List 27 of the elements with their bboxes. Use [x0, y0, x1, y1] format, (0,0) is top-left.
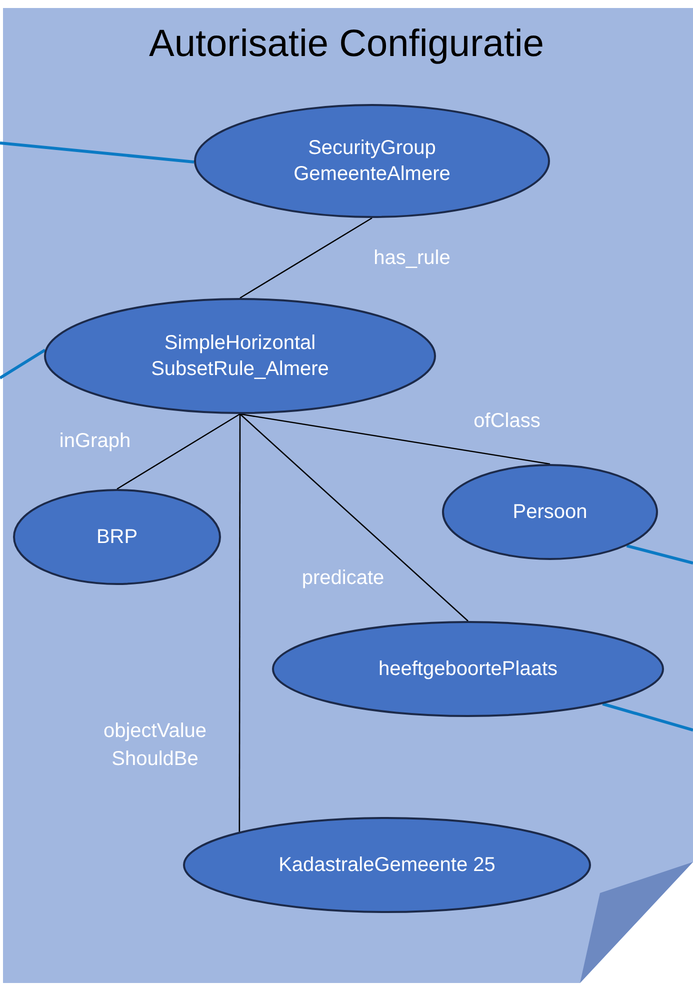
ellipse-node [442, 464, 658, 560]
connector-line [240, 414, 468, 622]
node-label: SimpleHorizontal SubsetRule_Almere [150, 331, 330, 382]
connector-line [240, 217, 372, 299]
ellipse-node [194, 104, 550, 218]
node-label: heeftgeboortePlaats [377, 657, 559, 682]
connector-line [116, 413, 240, 490]
node-label: BRP [95, 525, 139, 550]
connector-line [0, 348, 46, 380]
node-label: SecurityGroup GemeenteAlmere [292, 136, 452, 187]
ellipse-node [272, 621, 664, 717]
ellipse-node [183, 817, 591, 913]
connector-line [602, 702, 693, 732]
node-label: KadastraleGemeente 25 [278, 853, 496, 878]
connector-line [238, 414, 241, 832]
edge-label: has_rule [372, 246, 452, 271]
ellipse-node [13, 489, 221, 585]
connector-line [0, 142, 194, 164]
edge-label: objectValue ShouldBe [102, 719, 208, 772]
edge-label: inGraph [58, 429, 132, 454]
node-label: Persoon [512, 500, 588, 525]
edge-label: predicate [300, 566, 386, 591]
edge-label: ofClass [472, 409, 542, 434]
connector-line [626, 544, 693, 564]
connector-line [240, 413, 550, 465]
ellipse-node [44, 298, 436, 414]
diagram-title: Autorisatie Configuratie [148, 22, 545, 67]
